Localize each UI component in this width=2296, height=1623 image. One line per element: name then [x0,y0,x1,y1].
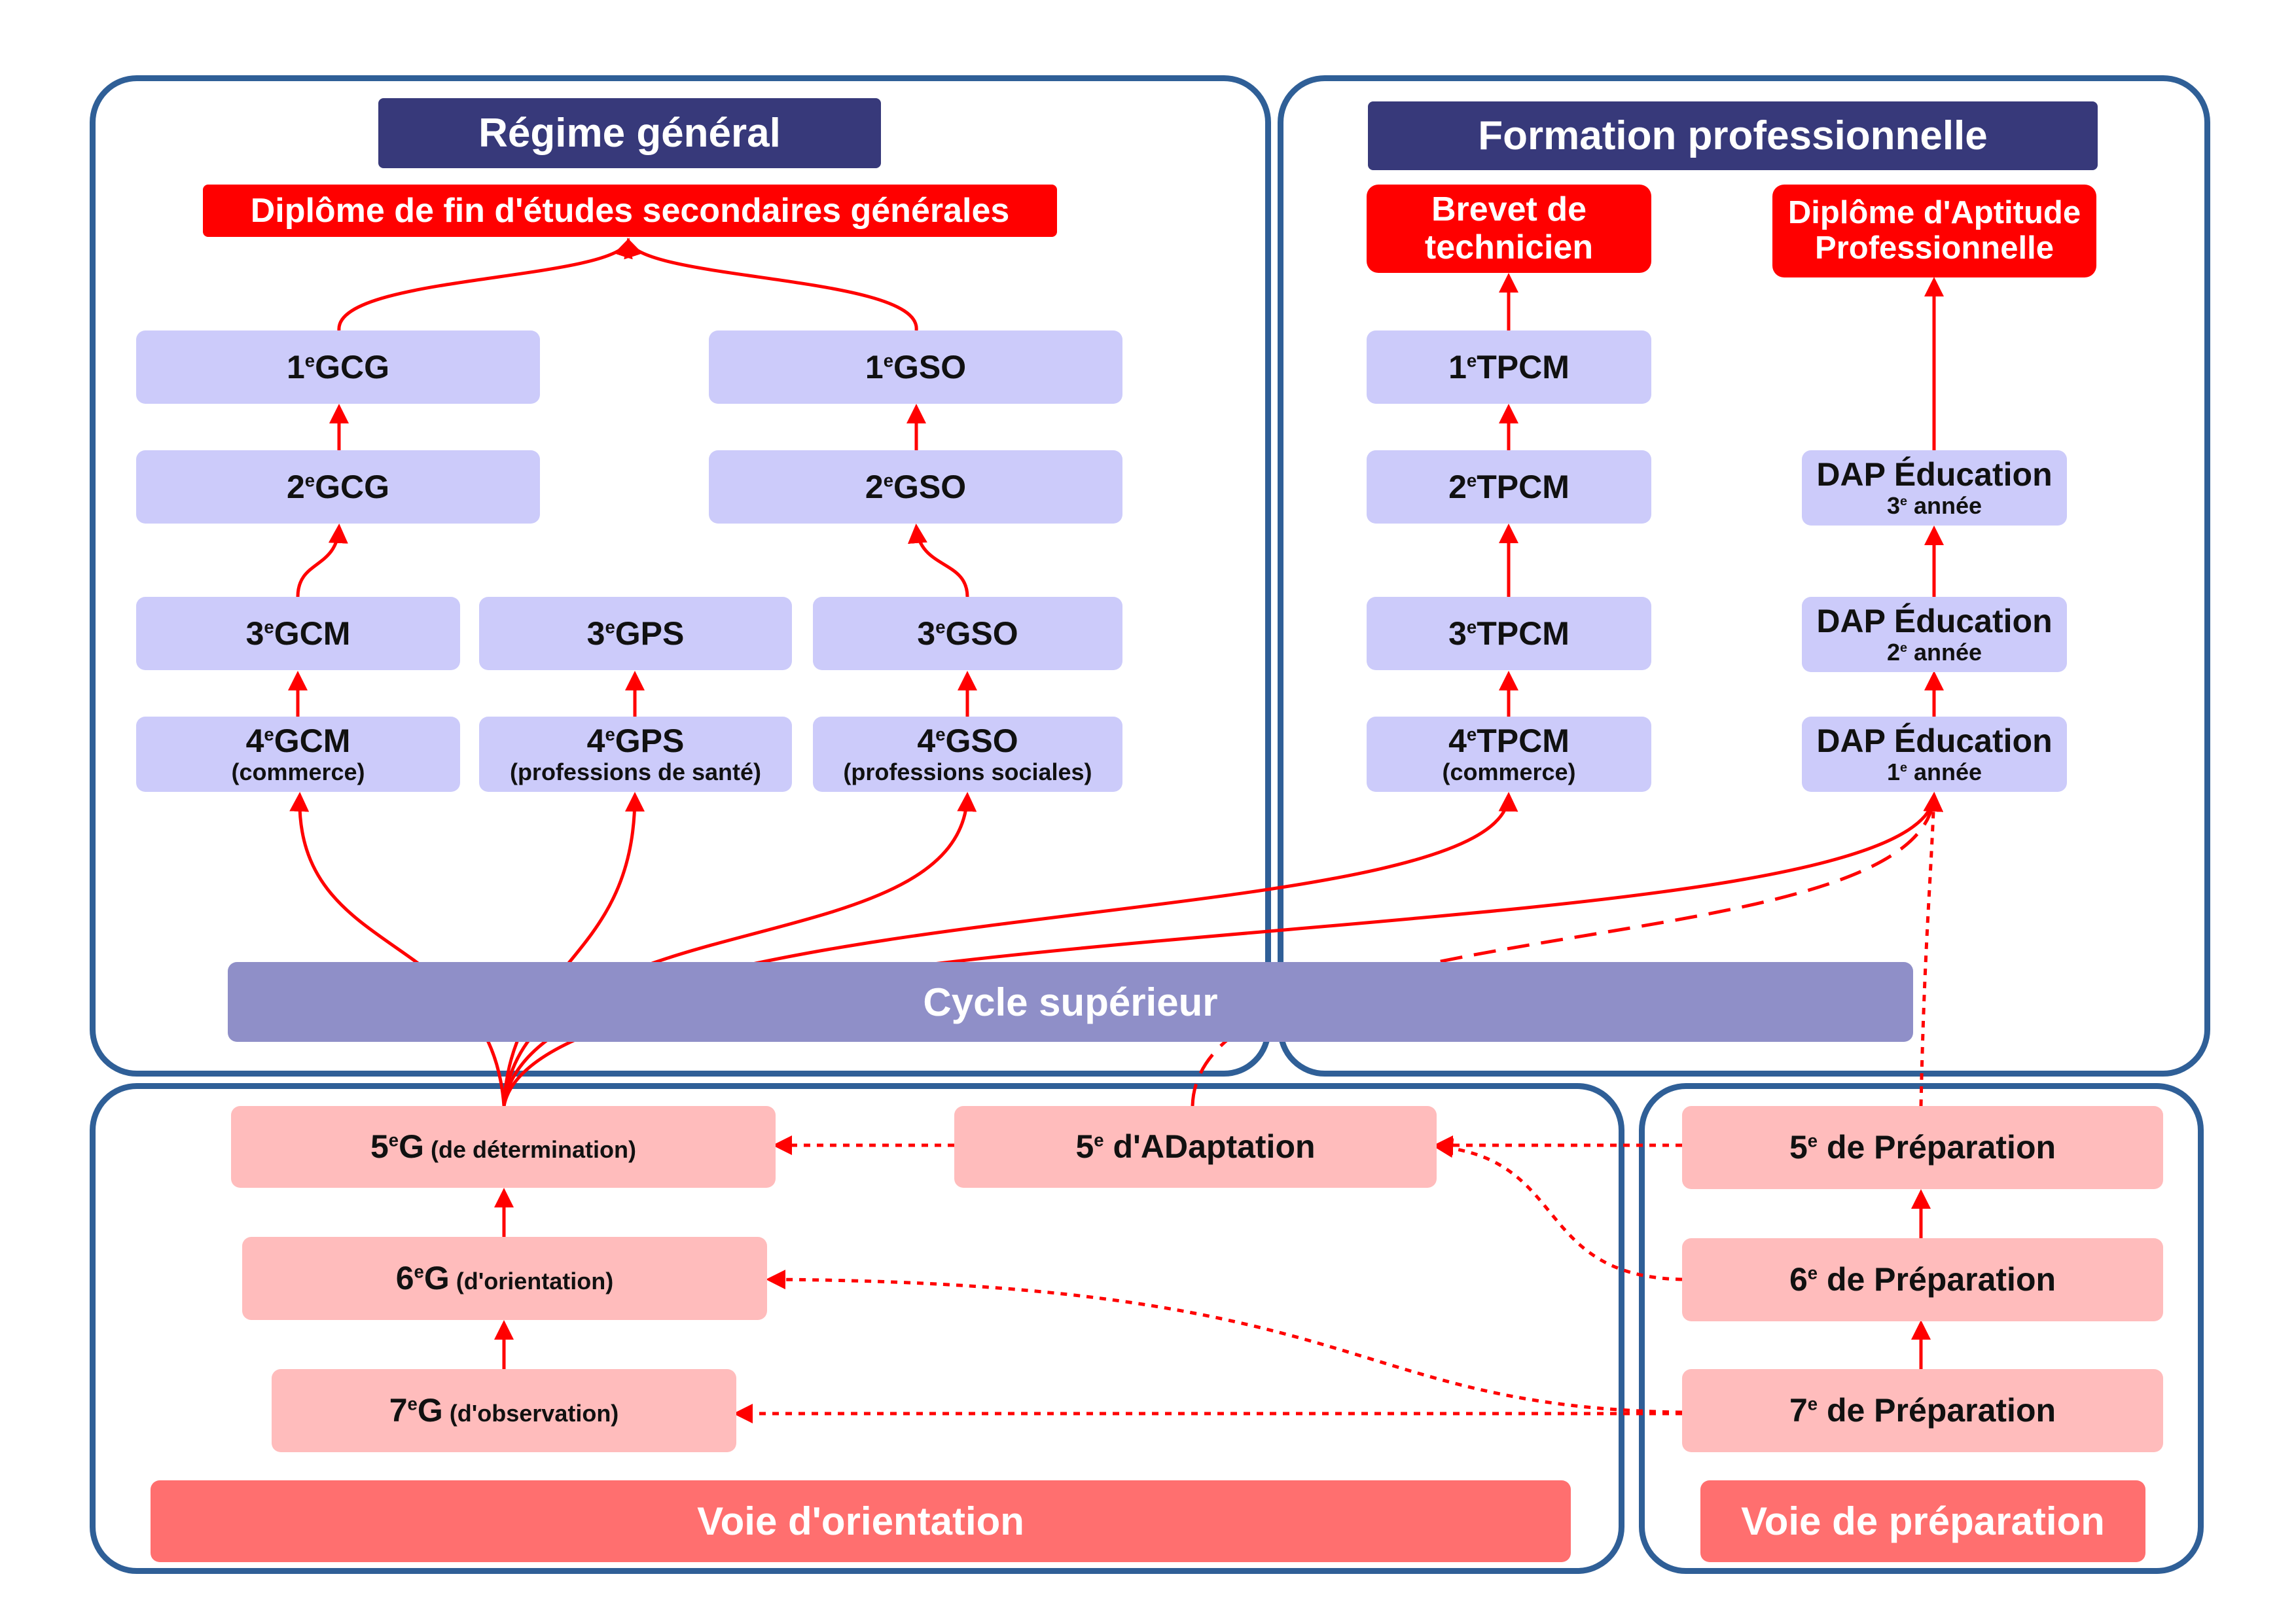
arrow-5g-gcm4 [289,792,506,1107]
box-4e-gso: 4eGSO (professions sociales) [813,717,1122,792]
diploma-general: Diplôme de fin d'études secondaires géné… [203,185,1057,237]
box-3e-tpcm: 3eTPCM [1367,597,1651,670]
box-5e-adaptation: 5e d'ADaptation [954,1106,1437,1188]
box-4e-gps: 4eGPS (professions de santé) [479,717,792,792]
header-regime-general: Régime général [378,98,881,168]
arrow-5g-dap1 [502,792,1943,1107]
box-7e-preparation: 7e de Préparation [1682,1369,2163,1452]
box-1e-gcg: 1eGCG [136,330,540,404]
header-formation-professionnelle: Formation professionnelle [1368,101,2098,170]
voie-orientation-region [90,1083,1624,1574]
box-1e-gso: 1eGSO [709,330,1122,404]
box-6e-g: 6eG (d'orientation) [242,1237,767,1320]
formation-professionnelle-region [1278,75,2210,1077]
dotted-p7-6g [766,1270,1683,1414]
dotted-p5-dap1 [1919,792,1944,1107]
arrow-gcg1-diploma [337,238,633,331]
voie-orientation-label: Voie d'orientation [151,1480,1571,1562]
box-2e-gcg: 2eGCG [136,450,540,524]
cycle-superieur-bar: Cycle supérieur [228,962,1913,1042]
box-3e-gps: 3eGPS [479,597,792,670]
box-1e-tpcm: 1eTPCM [1367,330,1651,404]
box-dap-1e-annee: DAP Éducation 1e année [1802,717,2067,792]
box-4e-gcm: 4eGCM (commerce) [136,717,460,792]
box-dap-2e-annee: DAP Éducation 2e année [1802,597,2067,672]
dotted-p6-adaptation [1433,1138,1683,1281]
arrow-5g-tpcm4 [502,792,1518,1107]
arrow-gcm3-gcg2 [296,524,348,597]
box-3e-gcm: 3eGCM [136,597,460,670]
box-3e-gso: 3eGSO [813,597,1122,670]
arrow-5g-gps4 [502,792,645,1107]
box-dap-3e-annee: DAP Éducation 3e année [1802,450,2067,526]
voie-preparation-label: Voie de préparation [1700,1480,2145,1562]
box-2e-tpcm: 2eTPCM [1367,450,1651,524]
arrow-gso1-diploma [624,238,918,331]
box-6e-preparation: 6e de Préparation [1682,1238,2163,1321]
box-5e-g: 5eG (de détermination) [231,1106,776,1188]
box-7e-g: 7eG (d'observation) [272,1369,736,1452]
voie-preparation-region [1639,1083,2204,1574]
box-4e-tpcm: 4eTPCM (commerce) [1367,717,1651,792]
arrow-5g-gso4 [502,792,977,1107]
arrow-gso3-gso2 [907,524,969,597]
box-5e-preparation: 5e de Préparation [1682,1106,2163,1189]
dashed-adaptation-dap1 [1191,792,1943,1107]
regime-general-region [90,75,1271,1077]
box-2e-gso: 2eGSO [709,450,1122,524]
